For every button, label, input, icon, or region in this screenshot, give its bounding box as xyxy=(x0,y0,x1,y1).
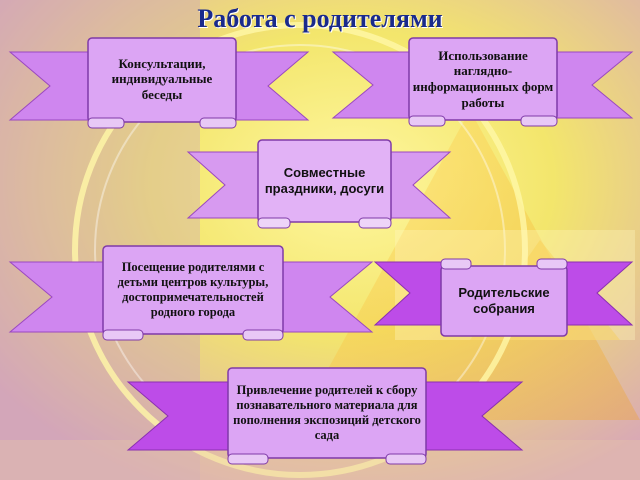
item-meetings: Родительские собрания xyxy=(458,285,550,316)
item-materials: Привлечение родителей к сбору познавател… xyxy=(233,383,421,442)
ribbon-meetings xyxy=(373,258,634,337)
item-consultations: Консультации, индивидуальные беседы xyxy=(111,55,213,102)
ribbon-consultations xyxy=(8,37,310,129)
item-holidays: Совместные праздники, досуги xyxy=(264,165,385,196)
slide-title: Работа с родителями xyxy=(197,4,443,33)
ribbon-culture-visits xyxy=(8,245,374,341)
ribbon-visual-info xyxy=(331,37,634,127)
item-culture-visits: Посещение родителями с детьми центров ку… xyxy=(117,260,269,319)
item-visual-info: Использование наглядно-информационных фо… xyxy=(412,47,554,110)
ribbon-materials xyxy=(126,367,524,465)
ribbon-holidays xyxy=(186,139,452,229)
